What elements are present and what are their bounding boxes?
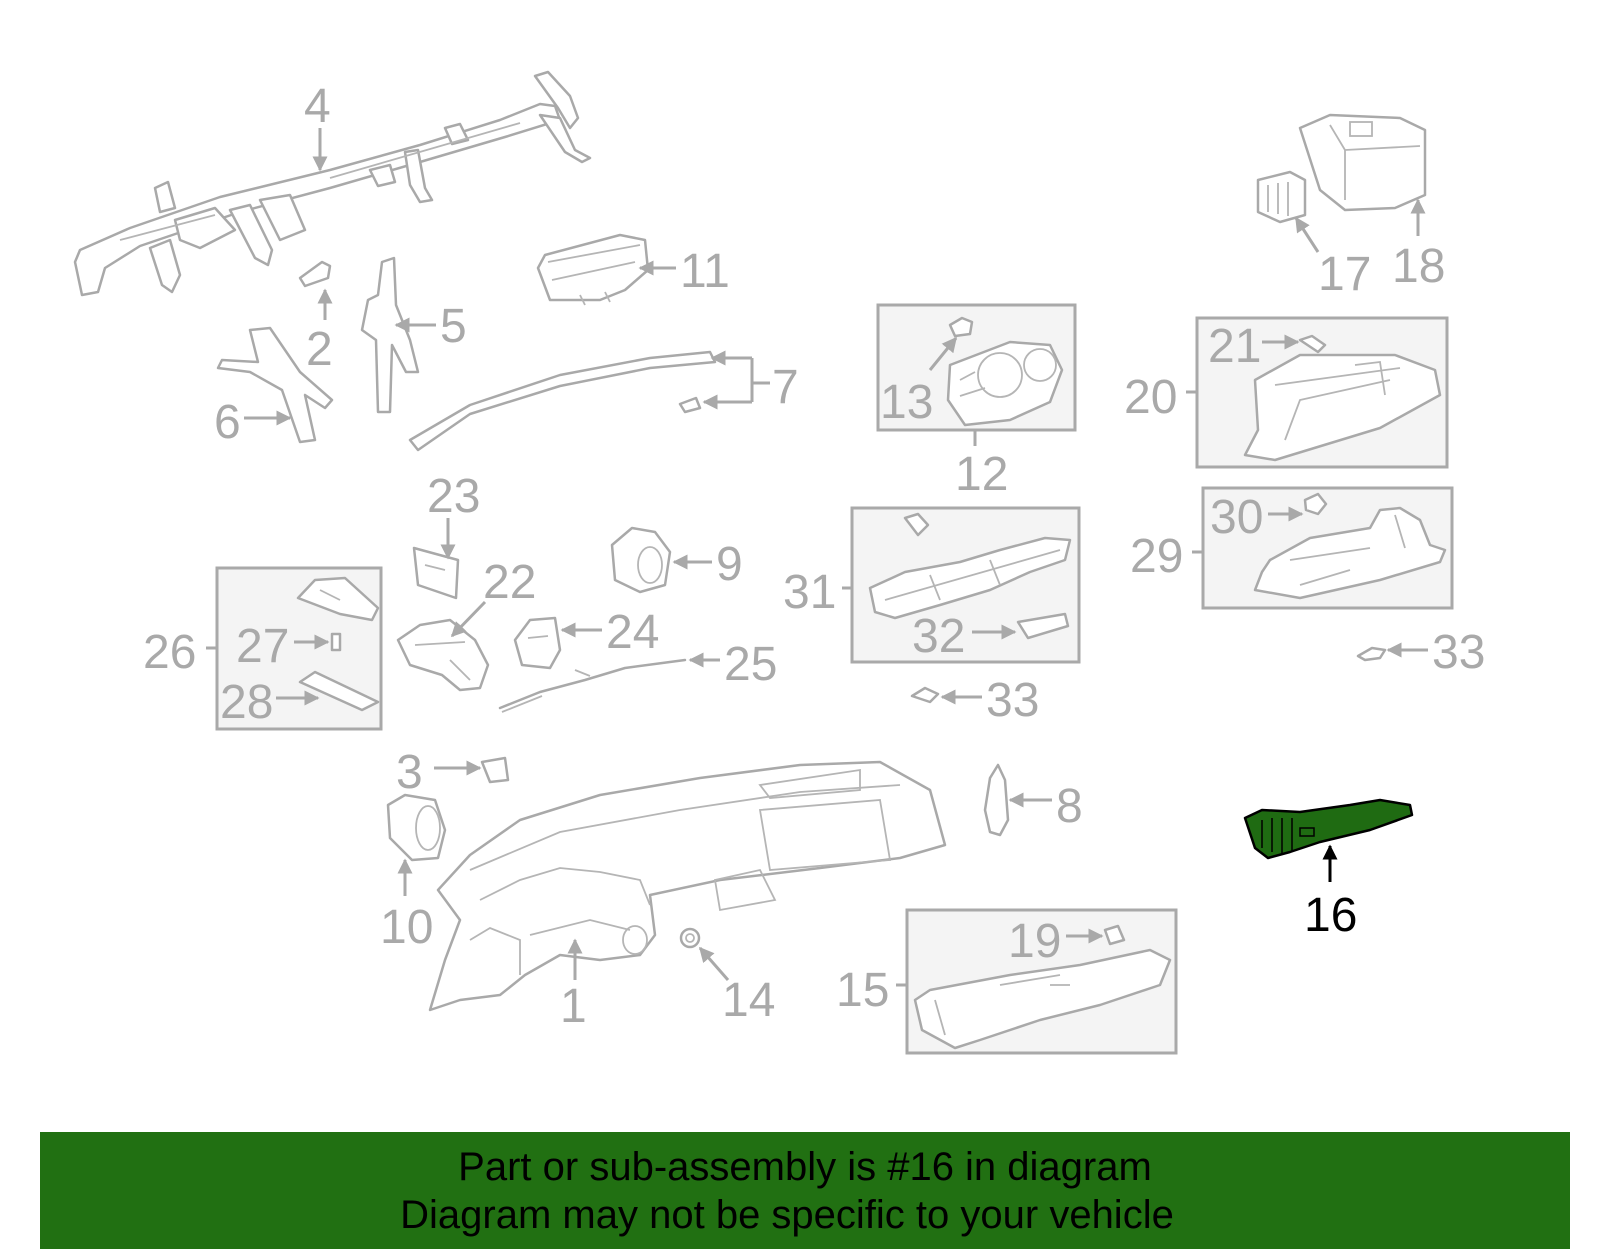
- label-24: 24: [606, 606, 659, 659]
- label-5: 5: [440, 300, 467, 353]
- label-16: 16: [1304, 889, 1357, 942]
- label-10: 10: [380, 901, 433, 954]
- part-14-grommet[interactable]: [679, 927, 701, 949]
- label-9: 9: [716, 538, 743, 591]
- label-25: 25: [724, 638, 777, 691]
- banner-line-1: Part or sub-assembly is #16 in diagram: [458, 1145, 1152, 1189]
- part-17-vent[interactable]: [1256, 170, 1307, 224]
- part-33-clip-right[interactable]: [1356, 646, 1387, 662]
- part-21-clip[interactable]: [1298, 334, 1327, 354]
- label-21: 21: [1208, 320, 1261, 373]
- part-19-clip[interactable]: [1103, 924, 1126, 946]
- banner-line-2: Diagram may not be specific to your vehi…: [400, 1193, 1174, 1237]
- part-22-switch[interactable]: [396, 618, 490, 692]
- part-6-brace[interactable]: [216, 326, 334, 444]
- label-18: 18: [1392, 240, 1445, 293]
- part-30-clip[interactable]: [1303, 492, 1328, 516]
- label-14: 14: [722, 974, 775, 1027]
- part-25-cable[interactable]: [498, 658, 687, 713]
- part-13-clip[interactable]: [948, 316, 974, 338]
- label-33-center: 33: [986, 674, 1039, 727]
- label-7: 7: [772, 361, 799, 414]
- label-19: 19: [1008, 915, 1061, 968]
- info-banner: Part or sub-assembly is #16 in diagram D…: [40, 1132, 1570, 1249]
- part-24-bracket[interactable]: [513, 616, 562, 670]
- label-23: 23: [427, 470, 480, 523]
- label-15: 15: [836, 964, 889, 1017]
- label-22: 22: [483, 556, 536, 609]
- part-15-lower-panel[interactable]: [913, 948, 1172, 1050]
- label-29: 29: [1130, 530, 1183, 583]
- part-4-reinforcement[interactable]: [73, 70, 592, 297]
- part-8-side-cover[interactable]: [983, 763, 1010, 837]
- part-20-glove-box[interactable]: [1243, 353, 1442, 462]
- part-31-panel[interactable]: [868, 512, 1072, 620]
- part-11-airbag[interactable]: [536, 233, 650, 306]
- part-7-molding[interactable]: [408, 350, 717, 452]
- part-2-bracket[interactable]: [298, 260, 332, 288]
- label-6: 6: [214, 396, 241, 449]
- label-32: 32: [912, 610, 965, 663]
- label-20: 20: [1124, 371, 1177, 424]
- label-27: 27: [236, 620, 289, 673]
- label-8: 8: [1056, 780, 1083, 833]
- part-16-highlighted[interactable]: [1243, 798, 1414, 860]
- part-32-pocket[interactable]: [1016, 612, 1070, 640]
- part-10-vent[interactable]: [386, 793, 447, 862]
- part-18-duct[interactable]: [1298, 113, 1427, 212]
- label-13: 13: [880, 376, 933, 429]
- label-30: 30: [1210, 491, 1263, 544]
- label-4: 4: [304, 80, 331, 133]
- label-11: 11: [680, 245, 730, 298]
- part-27-clip[interactable]: [330, 632, 342, 652]
- label-26: 26: [143, 626, 196, 679]
- part-5-brace[interactable]: [360, 256, 420, 414]
- part-3-bracket[interactable]: [480, 756, 510, 784]
- part-33-clip-center[interactable]: [910, 686, 940, 704]
- label-31: 31: [783, 566, 836, 619]
- part-26-console[interactable]: [296, 576, 380, 622]
- part-12-cluster[interactable]: [946, 340, 1064, 427]
- part-9-vent[interactable]: [610, 526, 672, 594]
- label-3: 3: [396, 746, 423, 799]
- label-1: 1: [560, 980, 587, 1033]
- part-28-tray[interactable]: [298, 670, 380, 712]
- label-33-right: 33: [1432, 626, 1485, 679]
- part-29-glove-box-door[interactable]: [1253, 506, 1447, 600]
- part-23-bracket[interactable]: [412, 546, 460, 600]
- label-2: 2: [306, 323, 333, 376]
- label-17: 17: [1318, 248, 1371, 301]
- label-12: 12: [955, 448, 1008, 501]
- label-28: 28: [220, 676, 273, 729]
- part-1-instrument-panel[interactable]: [428, 760, 947, 1012]
